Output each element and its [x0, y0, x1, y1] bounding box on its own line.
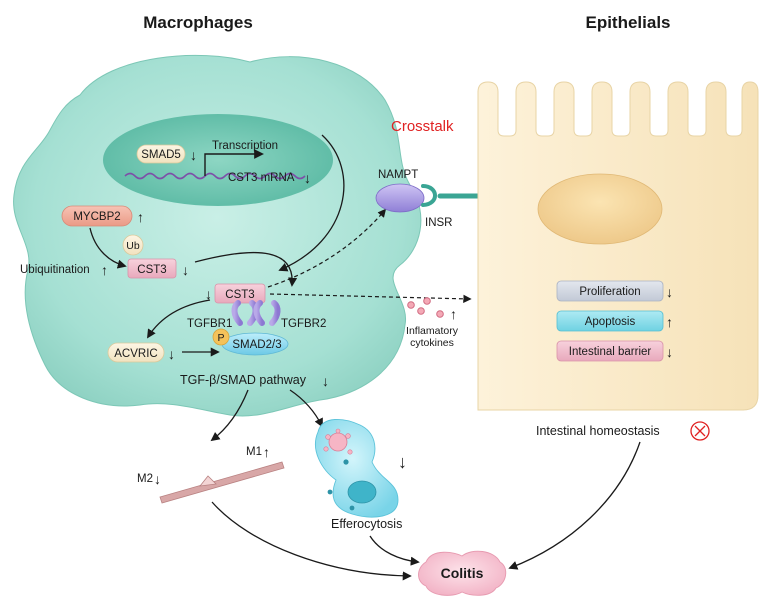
cst3-upper-to-lower-arrow: [194, 251, 298, 287]
smad5-label: SMAD5: [141, 149, 181, 161]
mycbp2-label: MYCBP2: [73, 211, 120, 223]
transcription-label: Transcription: [212, 140, 278, 152]
smad23-label: SMAD2/3: [232, 339, 281, 351]
cytokines-label-line2: cytokines: [410, 337, 454, 349]
nampt-label: NAMPT: [378, 169, 418, 181]
proliferation-box: [556, 280, 664, 302]
epithelial-nucleus: [537, 173, 663, 245]
impaired-homeostasis-icon: [690, 421, 710, 441]
cst3-to-nampt-dashed-arrow: [267, 208, 387, 288]
epithelials-header: Epithelials: [585, 13, 670, 32]
nampt-ellipse: [375, 183, 425, 213]
cytokines-up-arrow: ↑: [450, 306, 457, 322]
efferocytosis-to-colitis-arrow: [369, 535, 420, 566]
phospho-label: P: [217, 332, 224, 344]
cst3-mrna-down-arrow: ↓: [304, 170, 311, 186]
tgfbr2-receptor-right: [269, 300, 281, 326]
acvric-label: ACVRIC: [114, 348, 157, 360]
m1-up-arrow: ↑: [263, 444, 270, 460]
apoptosis-label: Apoptosis: [585, 316, 636, 328]
mycbp2-to-cst3-arrow: [89, 227, 127, 269]
tgfbr2-receptor-left: [253, 300, 265, 326]
tgf-smad-pathway-label: TGF-β/SMAD pathway: [180, 373, 307, 387]
apoptosis-up-arrow: ↑: [666, 314, 673, 330]
intestinal-barrier-box: [556, 340, 664, 362]
cst3-to-epithelial-dashed-arrow: [269, 293, 472, 304]
phospho-circle: [212, 328, 230, 346]
homeostasis-to-colitis-arrow: [508, 441, 641, 570]
m1-m2-seesaw: [159, 461, 285, 504]
intestinal-homeostasis-label: Intestinal homeostasis: [536, 424, 660, 438]
smad5-pill: [136, 144, 186, 164]
mrna-strand: [124, 172, 306, 180]
seesaw-to-colitis-arrow: [211, 501, 412, 581]
nucleus-to-cst3-arrow: [278, 134, 345, 272]
cst3-upper-down-arrow: ↓: [182, 262, 189, 278]
acvric-down-arrow: ↓: [168, 346, 175, 362]
ub-label: Ub: [126, 240, 140, 252]
insr-receptor-arc: [421, 184, 437, 207]
crosstalk-label: Crosstalk: [391, 118, 454, 135]
cst3-to-acvric-arrow: [147, 299, 211, 339]
cst3-lower-label: CST3: [225, 289, 254, 301]
pathway-to-polarization-arrow: [210, 389, 249, 442]
cst3-upper-label: CST3: [137, 264, 166, 276]
proliferation-label: Proliferation: [579, 286, 640, 298]
tgfbr2-label: TGFBR2: [281, 318, 326, 330]
macrophages-header: Macrophages: [143, 13, 253, 32]
macrophage-nucleus: [103, 114, 333, 206]
mycbp2-pill: [61, 205, 133, 227]
cst3-mrna-label: CST3 mRNA: [228, 172, 295, 184]
cst3-lower-down-arrow: ↓: [205, 286, 212, 302]
ubiquitination-up-arrow: ↑: [101, 262, 108, 278]
tgfbr1-receptor-left: [231, 300, 243, 326]
epithelial-cell: [477, 81, 759, 411]
efferocyte-down-arrow: ↓: [398, 452, 407, 472]
transcription-arrow: [204, 149, 264, 176]
mycbp2-up-arrow: ↑: [137, 209, 144, 225]
smad5-down-arrow: ↓: [190, 147, 197, 163]
colitis-label: Colitis: [441, 565, 484, 581]
efferocyte-cell: [315, 419, 399, 518]
cst3-upper-box: [127, 258, 177, 279]
ubiquitination-label: Ubiquitination: [20, 264, 90, 276]
pathway-to-efferocytosis-arrow: [289, 389, 323, 428]
intestinal-barrier-label: Intestinal barrier: [569, 346, 652, 358]
efferocytosis-label: Efferocytosis: [331, 517, 402, 531]
cytokines-label-line1: Inflamatory: [406, 325, 459, 337]
acvric-pill: [107, 342, 165, 363]
colitis-blob: [418, 550, 507, 596]
inflammatory-cytokines-dots: [407, 297, 444, 318]
insr-label: INSR: [425, 217, 452, 229]
ubiquitin-circle: [122, 234, 144, 256]
intestinal-barrier-down-arrow: ↓: [666, 344, 673, 360]
apoptosis-box: [556, 310, 664, 332]
proliferation-down-arrow: ↓: [666, 284, 673, 300]
pathway-down-arrow: ↓: [322, 373, 329, 389]
m2-down-arrow: ↓: [154, 471, 161, 487]
m2-label: M2: [137, 473, 153, 485]
tgfbr1-label: TGFBR1: [187, 318, 232, 330]
m1-label: M1: [246, 446, 262, 458]
